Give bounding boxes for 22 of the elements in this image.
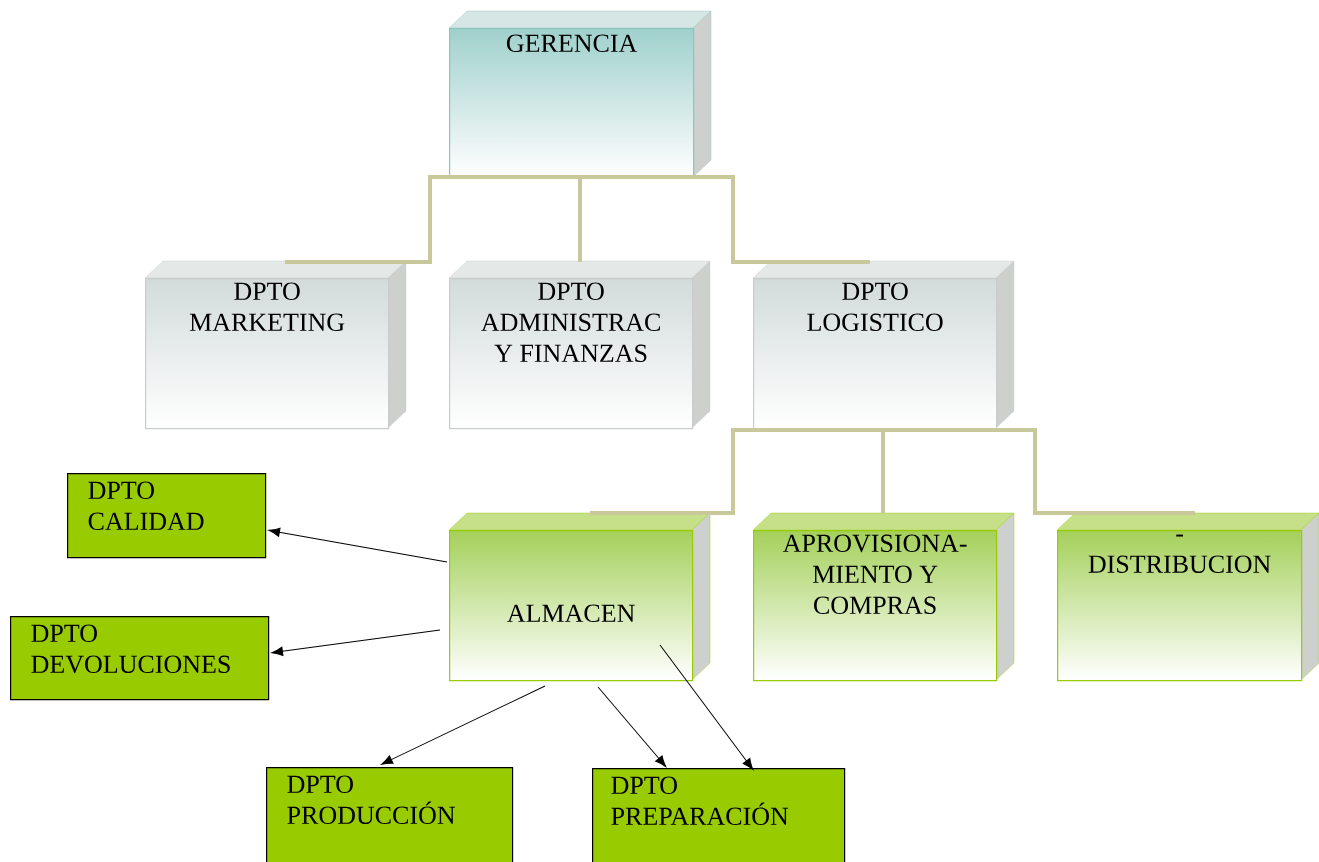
department-box: ALMACEN	[448, 512, 711, 682]
arrow	[659, 644, 754, 770]
department-box: DPTO ADMINISTRAC Y FINANZAS	[448, 260, 711, 430]
connector-line	[571, 175, 870, 264]
department-box: APROVISIONA- MIENTO Y COMPRAS	[752, 512, 1015, 682]
department-box: DPTO MARKETING	[144, 260, 407, 430]
department-box: DPTO CALIDAD	[67, 473, 267, 559]
arrow	[268, 527, 448, 563]
connector-line	[883, 428, 1195, 515]
department-box: DPTO PRODUCCIÓN	[266, 767, 514, 862]
department-box: DPTO PREPARACIÓN	[592, 768, 846, 862]
connector-line	[590, 428, 883, 515]
connector-line	[578, 177, 582, 262]
department-box: DPTO LOGISTICO	[752, 260, 1015, 430]
arrow	[381, 685, 546, 765]
department-box: GERENCIA	[448, 10, 712, 179]
connector-line	[881, 430, 885, 513]
department-box: - DISTRIBUCION	[1056, 512, 1319, 682]
arrow	[271, 629, 441, 656]
arrow	[597, 686, 667, 767]
connector-line	[285, 175, 571, 264]
department-box: DPTO DEVOLUCIONES	[10, 616, 270, 701]
